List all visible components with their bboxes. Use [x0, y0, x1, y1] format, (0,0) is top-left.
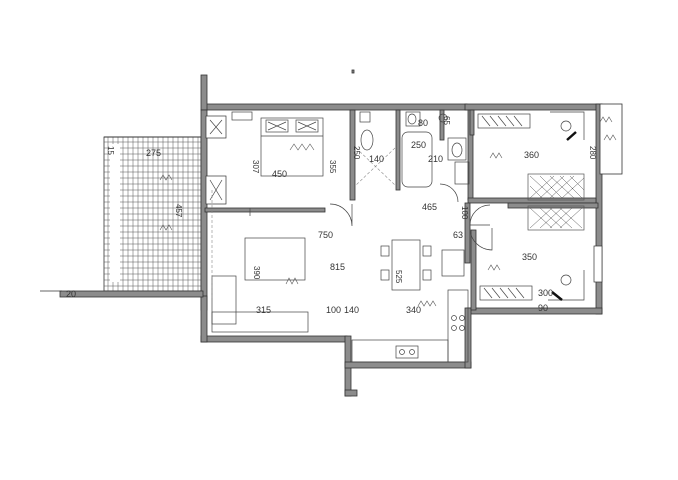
dim-300: 300 — [538, 288, 553, 298]
dim-315: 315 — [256, 305, 271, 315]
room-labels — [159, 116, 617, 307]
dim-360: 360 — [524, 150, 539, 160]
dim-250b: 250 — [411, 140, 426, 150]
sofa — [211, 275, 237, 325]
dim-15: 15 — [106, 146, 115, 155]
dim-355: 355 — [328, 160, 337, 174]
dim-307: 307 — [251, 160, 260, 174]
exterior-walls — [59, 69, 603, 397]
dim-280: 280 — [588, 146, 597, 160]
dining-table — [391, 239, 421, 291]
terrace-tile-grid — [104, 137, 201, 291]
kitchen-sink — [395, 345, 419, 359]
sofa-back — [211, 311, 309, 333]
sideboard — [441, 249, 465, 277]
doors — [249, 183, 493, 251]
living-dining — [211, 190, 465, 333]
dim-390: 390 — [252, 266, 261, 280]
dining-chair — [380, 269, 390, 281]
bedroom-wardrobe — [231, 111, 253, 121]
dim-210: 210 — [428, 154, 443, 164]
bathroom-1 — [355, 111, 396, 186]
dim-250a: 250 — [352, 146, 361, 160]
dim-100b: 100 — [326, 305, 341, 315]
dim-340: 340 — [406, 305, 421, 315]
dim-140: 140 — [369, 154, 384, 164]
bathroom-2 — [401, 111, 470, 188]
kitchen-island — [244, 237, 306, 281]
dim-450: 450 — [272, 169, 287, 179]
kitchen — [351, 289, 469, 363]
dimension-labels: 307 450 355 250 140 80 250 210 65 360 28… — [66, 116, 597, 315]
dim-465: 465 — [422, 202, 437, 212]
interior-walls — [204, 109, 599, 311]
dining-chair — [422, 269, 432, 281]
dim-457: 457 — [174, 204, 183, 218]
dining-chair — [422, 245, 432, 257]
dining-chair — [380, 245, 390, 257]
dim-350: 350 — [522, 252, 537, 262]
dim-20: 20 — [66, 289, 76, 299]
dim-815: 815 — [330, 262, 345, 272]
bedroom-windows — [205, 115, 227, 205]
dim-275: 275 — [146, 148, 161, 158]
terrace — [103, 136, 202, 292]
dim-100a: 100 — [460, 206, 469, 220]
dim-63: 63 — [453, 230, 463, 240]
dim-80: 80 — [418, 118, 428, 128]
dim-525: 525 — [394, 270, 403, 284]
dim-65: 65 — [442, 116, 451, 125]
bedroom-3 — [479, 205, 603, 301]
dim-140b: 140 — [344, 305, 359, 315]
master-bed — [260, 117, 324, 177]
dim-90: 90 — [538, 303, 548, 313]
dim-750: 750 — [318, 230, 333, 240]
